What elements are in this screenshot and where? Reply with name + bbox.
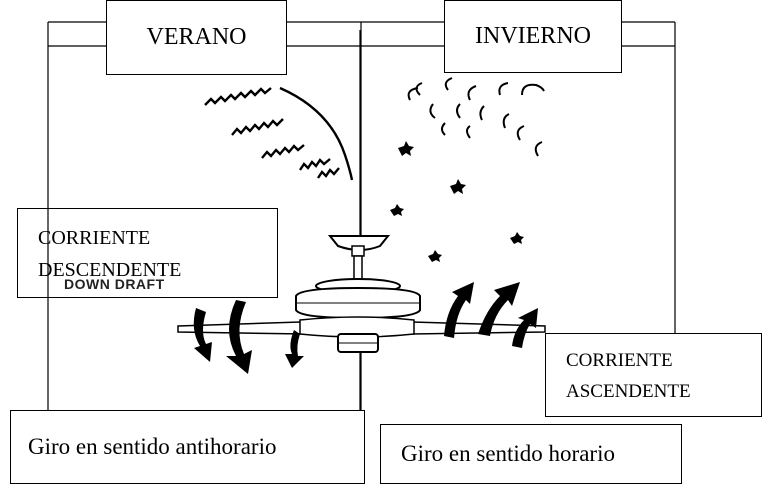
clockwise-label-text: Giro en sentido horario: [401, 441, 615, 466]
down-draft-label: CORRIENTE DESCENDENTE: [17, 208, 278, 298]
summer-label-text: VERANO: [146, 24, 247, 50]
summer-breeze-icon: [204, 86, 354, 181]
up-draft-label-line1: CORRIENTE: [566, 350, 673, 371]
up-draft-label: CORRIENTE ASCENDENTE: [545, 333, 762, 417]
winter-label: INVIERNO: [444, 0, 622, 73]
dust-particles-icon: [390, 141, 524, 262]
up-arrows-icon: [444, 282, 538, 348]
ceiling-fan-icon: [177, 235, 546, 353]
down-draft-label-line1: CORRIENTE: [38, 227, 151, 249]
up-draft-label-line2: ASCENDENTE: [566, 381, 691, 402]
down-arrows-icon: [193, 300, 304, 374]
winter-label-text: INVIERNO: [475, 23, 591, 49]
down-draft-printed-text: DOWN DRAFT: [64, 276, 165, 292]
summer-label: VERANO: [106, 0, 287, 75]
clockwise-label: Giro en sentido horario: [380, 424, 682, 484]
down-draft-label-line2: DESCENDENTE: [38, 259, 182, 281]
winter-swirls-icon: [407, 77, 545, 157]
counterclockwise-label-text: Giro en sentido antihorario: [28, 434, 277, 459]
counterclockwise-label: Giro en sentido antihorario: [10, 410, 365, 484]
